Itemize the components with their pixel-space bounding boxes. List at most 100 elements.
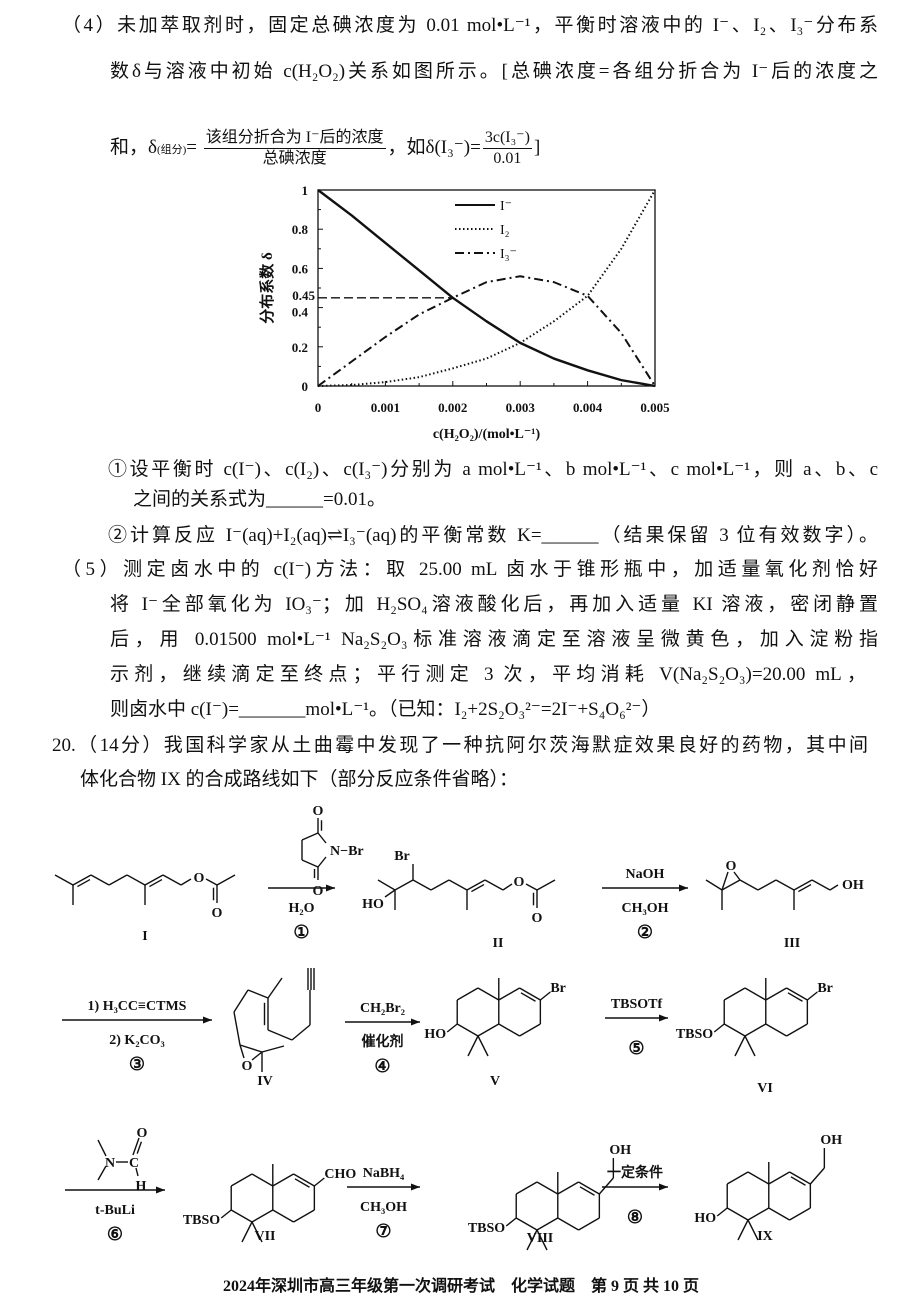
atom-label: O (313, 804, 324, 819)
atom-label: OH (842, 878, 864, 893)
bond (739, 879, 759, 891)
bond (723, 987, 746, 1001)
q5-line-4: 示剂，继续滴定至终点；平行测定 3 次，平均消耗 V(Na₂S₂O₃)=20.0… (110, 664, 866, 685)
bond (536, 1217, 559, 1231)
bond (598, 1177, 614, 1195)
bond (430, 879, 450, 891)
bond (716, 1207, 728, 1217)
arrow-head (659, 1014, 668, 1022)
bond (744, 1023, 767, 1037)
methyl-bond (241, 1221, 253, 1243)
arrow-head (411, 1018, 420, 1026)
bond (747, 1171, 770, 1185)
bond (829, 884, 839, 891)
bond (765, 1023, 787, 1037)
q4-definition-line: 和，δ(组分)= 该组分折合为 I⁻后的浓度总碘浓度，如δ(I₃⁻)=3c(I₃… (110, 128, 540, 170)
bond (180, 878, 192, 886)
arrow-head (411, 1183, 420, 1191)
reagent-below: CH₃OH (622, 901, 669, 916)
fraction-definition: 该组分折合为 I⁻后的浓度总碘浓度 (203, 128, 386, 169)
bond (301, 859, 319, 868)
methyl-bond (734, 1035, 746, 1057)
double-bond (294, 1178, 310, 1188)
fraction-numerator: 3c(I₃⁻) (482, 128, 532, 150)
compound-label: IV (257, 1074, 273, 1089)
bond (713, 1023, 725, 1033)
q4-def-prefix: 和，δ (110, 137, 157, 158)
atom-label: O (726, 859, 737, 874)
bond (448, 879, 468, 891)
bond (251, 1209, 274, 1223)
bond (412, 879, 432, 891)
bond (498, 987, 520, 1001)
bond (90, 874, 110, 886)
bond (768, 1171, 790, 1185)
fraction-denominator: 总碘浓度 (262, 150, 327, 168)
compound-label: VI (757, 1081, 773, 1096)
methyl-bond (251, 1221, 263, 1243)
atom-label: HO (362, 897, 384, 912)
bond (313, 1177, 325, 1187)
bond (578, 1217, 600, 1231)
bond (72, 874, 92, 886)
bond (557, 1217, 579, 1231)
bond (108, 874, 128, 886)
q4-sub1-line-2: 之间的关系式为______=0.01。 (133, 489, 386, 510)
bond (144, 874, 164, 886)
bond (786, 1023, 808, 1037)
n-br-label: N−Br (330, 844, 364, 859)
arrow-head (203, 1016, 212, 1024)
reagent-above: CH₂Br₂ (360, 1001, 405, 1016)
bond (505, 1217, 517, 1227)
x-tick-label: 0 (315, 400, 322, 415)
q20-line-1: 20.（14分）我国科学家从土曲霉中发现了一种抗阿尔茨海默症效果良好的药物，其中… (52, 735, 868, 756)
q5-line-3: 后，用 0.01500 mol•L⁻¹ Na₂S₂O₃标准溶液滴定至溶液呈微黄色… (110, 629, 878, 650)
atom-label: C (129, 1156, 139, 1171)
double-bond (520, 992, 536, 1002)
atom-label: Br (550, 981, 566, 996)
compound-label: I (142, 929, 147, 944)
bond (205, 878, 218, 886)
bond (789, 1171, 811, 1185)
double-bond (77, 878, 91, 888)
bond (230, 1209, 253, 1223)
bond (723, 1023, 746, 1037)
bond (251, 1051, 263, 1061)
step-number: ① (293, 922, 309, 942)
bond (97, 1165, 107, 1181)
series-line-1 (317, 189, 656, 387)
double-bond (798, 883, 812, 893)
series-line-0 (317, 189, 656, 388)
legend-label: I⁻ (500, 199, 512, 214)
bond (317, 832, 327, 844)
bond (515, 1181, 538, 1195)
q4-def-eq: = (186, 137, 197, 158)
atom-label: TBSO (468, 1221, 505, 1236)
arrow-head (659, 1183, 668, 1191)
bond (536, 1181, 559, 1195)
bond (132, 1137, 140, 1156)
bond (466, 879, 486, 891)
atom-label: TBSO (676, 1027, 713, 1042)
x-axis-label: c(H₂O₂)/(mol•L⁻¹) (433, 427, 541, 442)
q4-def-end: ] (533, 137, 541, 158)
legend-label: I₃⁻ (500, 247, 517, 262)
bond (239, 1044, 263, 1053)
step-number: ⑧ (627, 1207, 643, 1227)
bond (721, 871, 729, 891)
methyl-bond (747, 1219, 759, 1241)
reagent-above: NaOH (626, 867, 665, 882)
atom-label: O (137, 1126, 148, 1141)
bond (377, 879, 396, 891)
arrow-head (156, 1186, 165, 1194)
fraction-denominator: 0.01 (493, 150, 522, 168)
y-tick-label: 0.6 (292, 261, 309, 276)
compound-label: V (490, 1074, 500, 1089)
bond (267, 1029, 293, 1041)
bond (515, 1217, 538, 1231)
y-tick-label: 0 (302, 379, 309, 394)
reagent-below: CH₃OH (360, 1200, 407, 1215)
methyl-bond (467, 1035, 479, 1057)
y-tick-label: 0.2 (292, 340, 308, 355)
